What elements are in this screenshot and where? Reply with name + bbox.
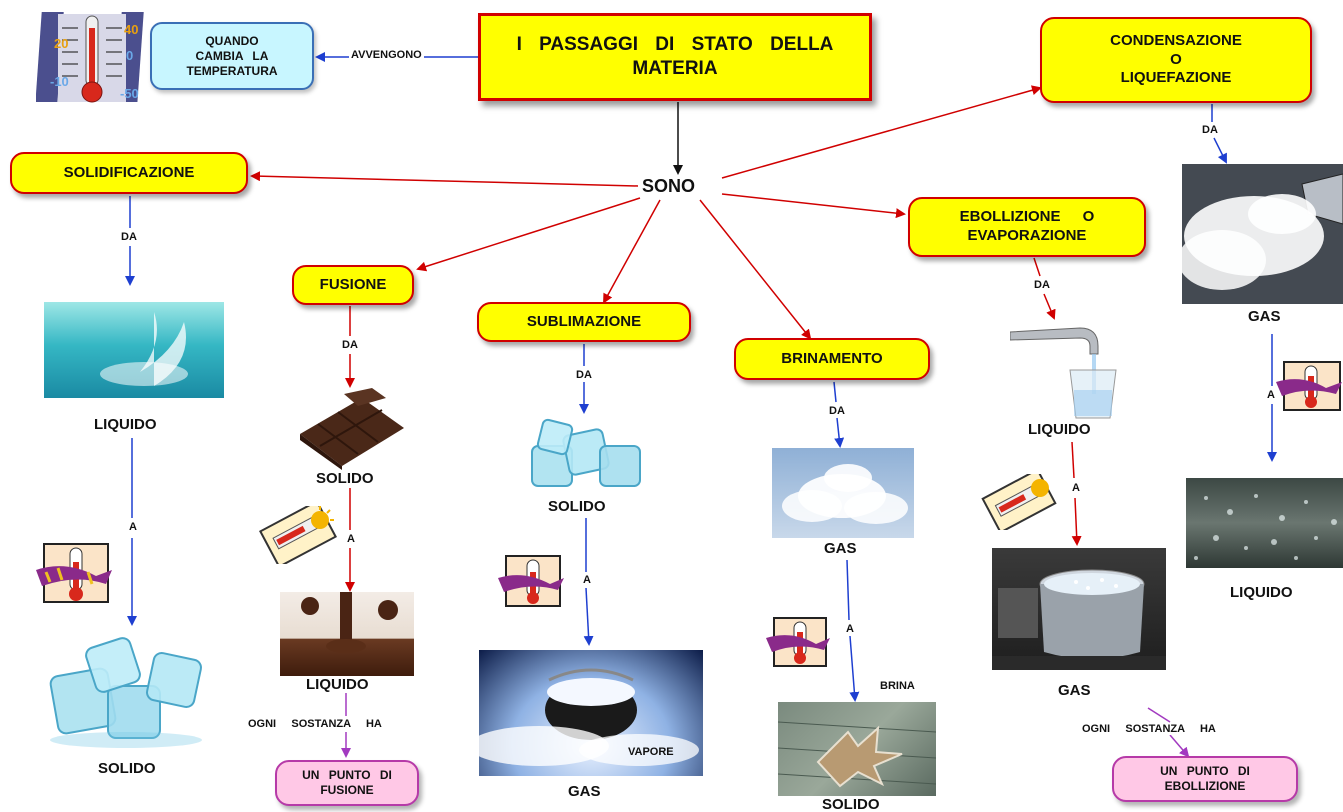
punto-fusione-text: UN PUNTO DI FUSIONE [302, 768, 392, 797]
thermo-number-0: 0 [126, 48, 133, 63]
a-label-5: A [1070, 482, 1082, 494]
thermo-number-minus50: -50 [120, 86, 139, 101]
ogni-sostanza-ha-label-2: OGNI SOSTANZA HA [1080, 723, 1218, 735]
da-label-5: DA [1032, 279, 1052, 291]
connector-brinamento-gas [834, 417, 845, 448]
avvengono-label: AVVENGONO [349, 49, 424, 61]
liquido-label-6: LIQUIDO [1228, 584, 1295, 601]
a-label-2: A [345, 533, 357, 545]
clouds-image [772, 448, 914, 538]
page-title: I PASSAGGI DI STATO DELLA MATERIA [516, 34, 834, 79]
faucet-glass-image [1010, 320, 1124, 420]
chocolate-bar-image [292, 388, 408, 470]
liquido-label-2: LIQUIDO [304, 676, 371, 693]
frost-leaf-image [778, 702, 936, 796]
heat-tag-icon-2 [978, 474, 1060, 530]
vapore-label: VAPORE [628, 746, 674, 758]
water-droplets-image [1186, 478, 1343, 568]
a-label-1: A [127, 521, 139, 533]
condensazione-box: CONDENSAZIONE O LIQUEFAZIONE [1040, 17, 1312, 103]
solidificazione-label: SOLIDIFICAZIONE [63, 163, 195, 181]
connector-sono-fusione [416, 197, 641, 272]
da-label-3: DA [574, 369, 594, 381]
ice-cubes-image-1 [44, 632, 208, 750]
a-label-3: A [581, 574, 593, 586]
sublimazione-label: SUBLIMAZIONE [526, 312, 642, 330]
melted-chocolate-image [280, 592, 414, 676]
sono-label: SONO [640, 176, 698, 197]
solido-label-2: SOLIDO [314, 470, 376, 487]
thermo-number-minus10: -10 [50, 74, 69, 89]
connector-solido-gas-3 [583, 587, 594, 646]
title-box: I PASSAGGI DI STATO DELLA MATERIA [478, 13, 872, 101]
connector-gas-solido-4 [849, 635, 860, 702]
connector-sono-sublimazione [603, 199, 661, 304]
ebollizione-label: EBOLLIZIONE O EVAPORAZIONE [959, 208, 1095, 244]
scarf-thermometer-icon-3 [766, 614, 834, 670]
thermo-number-20: 20 [54, 36, 68, 51]
gas-label-6: GAS [1246, 308, 1283, 325]
gas-label-3: GAS [566, 783, 603, 800]
heat-tag-icon-1 [256, 506, 340, 564]
connector-sono-solidificazione [250, 171, 639, 187]
da-label-4: DA [827, 405, 847, 417]
scarf-thermometer-icon-2 [498, 552, 568, 610]
solido-label-1: SOLIDO [96, 760, 158, 777]
a-label-4: A [844, 623, 856, 635]
sublimazione-box: SUBLIMAZIONE [477, 302, 691, 342]
connector-sono-ebollizione [721, 193, 906, 219]
punto-ebollizione-text: UN PUNTO DI EBOLLIZIONE [1160, 764, 1250, 793]
connector-ogni-punto-ebollizione [1169, 734, 1190, 758]
brinamento-box: BRINAMENTO [734, 338, 930, 380]
temperature-thermometer-image: 20 40 0 -10 -50 [36, 8, 148, 106]
liquido-label-1: LIQUIDO [92, 416, 159, 433]
ice-cubes-image-2 [526, 418, 644, 492]
ogni-sostanza-ha-label-1: OGNI SOSTANZA HA [246, 718, 384, 730]
quando-cambia-box: QUANDO CAMBIA LA TEMPERATURA [150, 22, 314, 90]
scarf-thermometer-icon-4 [1276, 358, 1343, 414]
boiling-pot-image [992, 548, 1166, 670]
gas-label-5: GAS [1056, 682, 1093, 699]
brinamento-label: BRINAMENTO [781, 349, 883, 367]
solidificazione-box: SOLIDIFICAZIONE [10, 152, 248, 194]
thermo-number-40: 40 [124, 22, 138, 37]
connector-sono-condensazione [721, 85, 1042, 179]
connector-condensazione-gas [1213, 137, 1227, 164]
solido-label-3: SOLIDO [546, 498, 608, 515]
dry-ice-vapor-image [479, 650, 703, 776]
punto-fusione-box: UN PUNTO DI FUSIONE [275, 760, 419, 806]
fusione-box: FUSIONE [292, 265, 414, 305]
quando-cambia-text: QUANDO CAMBIA LA TEMPERATURA [186, 33, 278, 78]
ebollizione-box: EBOLLIZIONE O EVAPORAZIONE [908, 197, 1146, 257]
connector-sono-brinamento [699, 199, 812, 340]
liquido-label-5: LIQUIDO [1026, 421, 1093, 438]
fusione-label: FUSIONE [319, 275, 387, 293]
connector-liquido-gas-5 [1071, 497, 1082, 546]
da-label-2: DA [340, 339, 360, 351]
a-label-6: A [1265, 389, 1277, 401]
connector-ebollizione-liquido [1043, 293, 1056, 320]
brina-label: BRINA [878, 680, 917, 692]
scarf-thermometer-icon-1 [36, 540, 116, 606]
steam-iron-image [1182, 164, 1343, 304]
da-label-6: DA [1200, 124, 1220, 136]
punto-ebollizione-box: UN PUNTO DI EBOLLIZIONE [1112, 756, 1298, 802]
da-label-1: DA [119, 231, 139, 243]
gas-label-4: GAS [822, 540, 859, 557]
condensazione-label: CONDENSAZIONE O LIQUEFAZIONE [1110, 31, 1242, 87]
solido-label-4: SOLIDO [820, 796, 882, 812]
water-splash-image [44, 302, 224, 398]
